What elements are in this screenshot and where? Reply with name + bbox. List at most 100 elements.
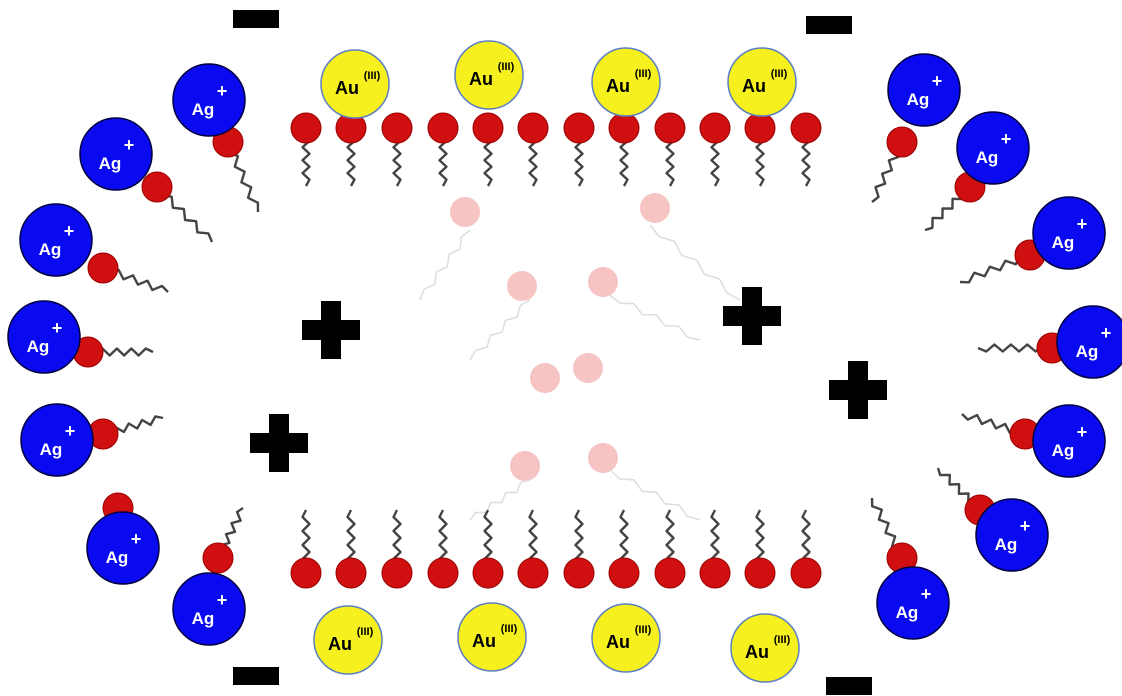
gold-ion: Au(III) — [591, 47, 661, 117]
lipid-heads-layer — [72, 112, 1068, 589]
negative-sign — [806, 16, 852, 34]
silver-ion: Ag+ — [1032, 196, 1106, 270]
head-group — [202, 542, 234, 574]
plus-bar — [848, 361, 868, 419]
gold-ion: Au (III) — [454, 40, 524, 110]
head-group — [335, 557, 367, 589]
ions-layer: Ag+Ag+Ag+Ag+Ag+Ag+Ag+Ag+Ag+Ag+Ag+Ag+Ag+A… — [7, 40, 1122, 683]
inner-head — [530, 363, 560, 393]
gold-ion-circle — [320, 49, 390, 119]
head-group — [699, 557, 731, 589]
head-group — [608, 112, 640, 144]
silver-label: Ag — [995, 535, 1018, 554]
head-group — [290, 112, 322, 144]
head-group — [790, 112, 822, 144]
head-group — [886, 126, 918, 158]
silver-charge: + — [65, 421, 76, 441]
silver-ion-circle — [7, 300, 81, 374]
head-group — [744, 557, 776, 589]
silver-label: Ag — [192, 100, 215, 119]
gold-label: Au — [742, 76, 766, 96]
silver-charge: + — [1001, 129, 1012, 149]
gold-charge: (III) — [498, 61, 515, 73]
head-group — [790, 557, 822, 589]
silver-ion: Ag+ — [1032, 404, 1106, 478]
inner-tail — [609, 294, 701, 341]
silver-charge: + — [921, 584, 932, 604]
silver-label: Ag — [40, 440, 63, 459]
head-group — [141, 171, 173, 203]
inner-head — [573, 353, 603, 383]
head-group — [517, 557, 549, 589]
silver-ion-circle — [172, 63, 246, 137]
positive-sign — [829, 361, 887, 419]
silver-label: Ag — [99, 154, 122, 173]
silver-charge: + — [124, 135, 135, 155]
silver-label: Ag — [896, 603, 919, 622]
head-group — [608, 557, 640, 589]
silver-ion-circle — [876, 566, 950, 640]
silver-ion: Ag+ — [956, 111, 1030, 185]
silver-label: Ag — [976, 148, 999, 167]
head-group — [699, 112, 731, 144]
inner-head — [640, 193, 670, 223]
positive-sign — [302, 301, 360, 359]
inner-tail — [469, 299, 531, 361]
inner-tail — [469, 479, 531, 521]
silver-ion: Ag+ — [79, 117, 153, 191]
lipid-tails-layer — [87, 127, 1053, 574]
silver-charge: + — [52, 318, 63, 338]
head-group — [472, 557, 504, 589]
head-group — [472, 112, 504, 144]
gold-label: Au — [469, 69, 493, 89]
gold-charge: (III) — [357, 626, 374, 638]
silver-charge: + — [217, 81, 228, 101]
gold-ion-circle — [727, 47, 797, 117]
head-group — [744, 112, 776, 144]
silver-charge: + — [1077, 422, 1088, 442]
silver-ion: Ag+ — [19, 203, 93, 277]
gold-ion: Au(III) — [320, 49, 390, 119]
silver-ion-circle — [887, 53, 961, 127]
plus-bar — [321, 301, 341, 359]
silver-ion-circle — [172, 572, 246, 646]
silver-ion-circle — [975, 498, 1049, 572]
plus-bar — [269, 414, 289, 472]
silver-ion-circle — [86, 511, 160, 585]
silver-charge: + — [131, 529, 142, 549]
gold-ion-circle — [313, 605, 383, 675]
silver-ion-circle — [1032, 404, 1106, 478]
gold-ion-circle — [591, 47, 661, 117]
inner-head — [588, 443, 618, 473]
head-group — [654, 557, 686, 589]
gold-ion: Au (III) — [313, 605, 383, 675]
inner-head — [507, 271, 537, 301]
silver-ion: Ag+ — [876, 566, 950, 640]
silver-charge: + — [1101, 323, 1112, 343]
inner-tail — [419, 229, 471, 301]
silver-ion: Ag+ — [20, 403, 94, 477]
silver-label: Ag — [907, 90, 930, 109]
silver-label: Ag — [1076, 342, 1099, 361]
background-core-layer — [419, 193, 741, 521]
positive-sign — [723, 287, 781, 345]
head-group — [563, 112, 595, 144]
gold-charge: (III) — [501, 623, 518, 635]
inner-tail — [649, 224, 741, 301]
head-group — [290, 557, 322, 589]
gold-ion: Au(III) — [591, 603, 661, 673]
silver-label: Ag — [192, 609, 215, 628]
gold-label: Au — [328, 634, 352, 654]
head-group — [427, 557, 459, 589]
head-group — [517, 112, 549, 144]
silver-charge: + — [932, 71, 943, 91]
silver-charge: + — [1077, 214, 1088, 234]
silver-ion: Ag+ — [86, 511, 160, 585]
head-group — [563, 557, 595, 589]
silver-ion-circle — [956, 111, 1030, 185]
gold-ion-circle — [730, 613, 800, 683]
silver-ion: Ag+ — [887, 53, 961, 127]
silver-ion-circle — [1032, 196, 1106, 270]
